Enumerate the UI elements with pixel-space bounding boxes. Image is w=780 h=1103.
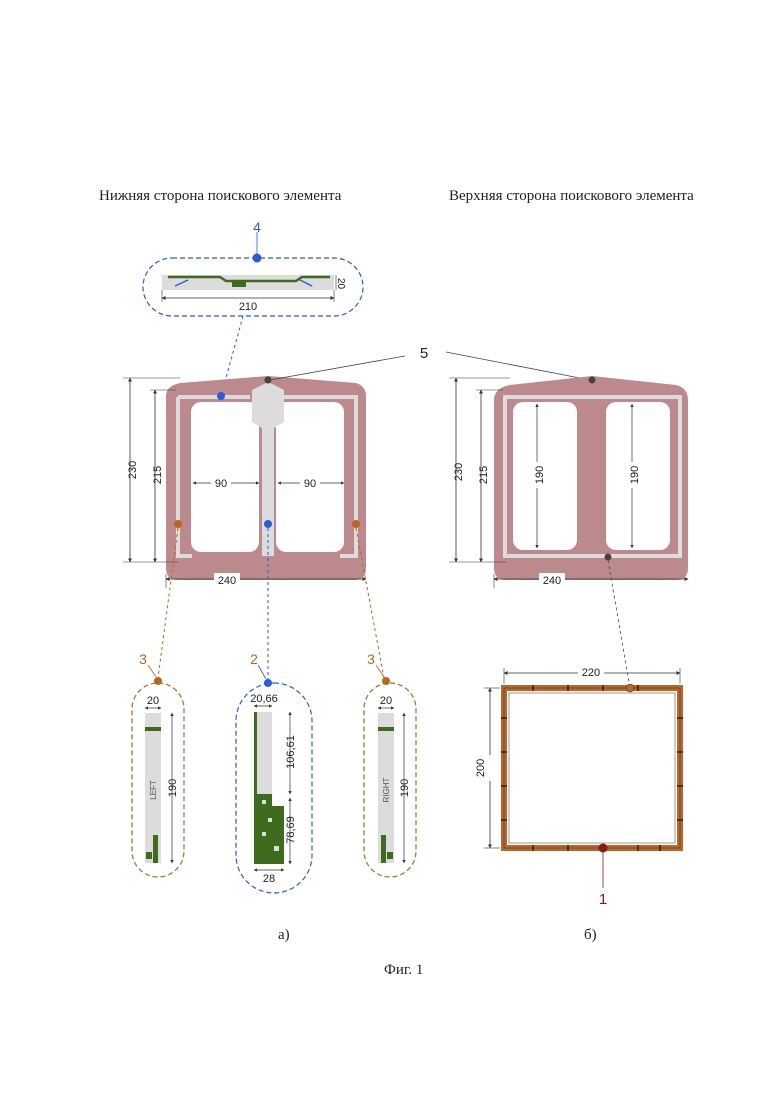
dim-220: 220 xyxy=(582,667,600,679)
callout-3-right-panel: 20 190 RIGHT 3 xyxy=(364,651,416,877)
wooden-frame: 220 200 1 xyxy=(475,665,683,908)
dim-190-right-a: 190 xyxy=(534,466,546,484)
dim-190-right-strip: 190 xyxy=(399,779,411,797)
dim-90-a: 90 xyxy=(215,478,227,490)
right-frame: 230 215 190 190 240 xyxy=(449,376,688,588)
dim-215-left: 215 xyxy=(152,466,164,484)
callout-5: 5 xyxy=(420,345,428,362)
dim-200: 200 xyxy=(475,759,487,777)
dim-20-66: 20,66 xyxy=(250,693,278,705)
dim-240-right: 240 xyxy=(543,575,561,587)
callout-3-right: 3 xyxy=(367,651,375,667)
caption-b: б) xyxy=(584,927,597,944)
callout-2-panel: 20,66 106,61 78,69 28 2 xyxy=(236,651,312,893)
dim-90-b: 90 xyxy=(304,478,316,490)
dim-215-right: 215 xyxy=(478,466,490,484)
dim-28: 28 xyxy=(263,873,275,885)
dim-190-left-strip: 190 xyxy=(167,779,179,797)
dim-230-right: 230 xyxy=(453,463,465,481)
left-frame: 230 215 90 90 240 xyxy=(123,376,366,588)
callout-3-left: 3 xyxy=(139,651,147,667)
dim-190-right-b: 190 xyxy=(629,466,641,484)
callout-2: 2 xyxy=(250,651,258,667)
dim-210: 210 xyxy=(239,301,257,313)
strip-label-left: LEFT xyxy=(149,780,158,800)
dim-78-69: 78,69 xyxy=(285,816,297,844)
dim-106-61: 106,61 xyxy=(285,735,297,769)
caption-a: а) xyxy=(278,927,290,944)
figure-caption: Фиг. 1 xyxy=(384,962,423,979)
callout-3-left-panel: 20 190 LEFT 3 xyxy=(132,651,184,877)
callout-4-panel: 210 20 4 xyxy=(143,219,363,316)
dim-240-left: 240 xyxy=(218,575,236,587)
dim-20-right-strip: 20 xyxy=(380,695,392,707)
strip-label-right: RIGHT xyxy=(382,777,391,802)
dim-20-left-strip: 20 xyxy=(147,695,159,707)
dim-230-left: 230 xyxy=(127,461,139,479)
dim-20-strip: 20 xyxy=(335,278,346,290)
callout-1: 1 xyxy=(599,891,607,908)
